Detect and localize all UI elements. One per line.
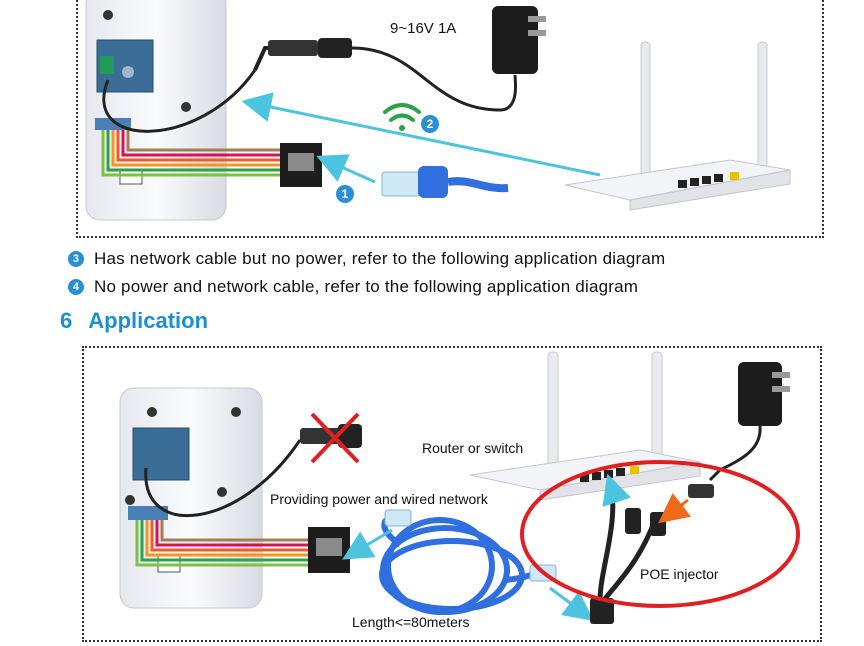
router-label: Router or switch xyxy=(422,440,524,456)
color-wires-bottom xyxy=(135,520,310,567)
color-wires-top xyxy=(101,130,285,177)
power-cable-top xyxy=(102,69,257,133)
section-heading: 6 Application xyxy=(60,308,208,334)
wifi-icon xyxy=(383,103,421,131)
svg-text:1: 1 xyxy=(342,187,349,201)
power-cable-bottom xyxy=(144,439,302,517)
voltage-label: 9~16V 1A xyxy=(390,20,457,37)
power-adapter-bottom xyxy=(738,362,790,426)
note-text-3: Has network cable but no power, refer to… xyxy=(94,249,666,268)
step-badge-2: 2 xyxy=(421,115,439,133)
section-number: 6 xyxy=(60,308,73,333)
section-title: Application xyxy=(88,308,209,333)
wifi-arrow xyxy=(241,92,601,177)
dc-plug-crossed xyxy=(300,412,362,464)
length-label: Length<=80meters xyxy=(352,614,470,630)
power-network-label: Providing power and wired network xyxy=(270,491,488,507)
note-text-4: No power and network cable, refer to the… xyxy=(94,277,639,296)
note-badge-4: 4 xyxy=(68,279,84,295)
rj45-socket-top xyxy=(280,143,322,187)
note-item-4: 4 No power and network cable, refer to t… xyxy=(68,277,638,297)
dc-plug-top xyxy=(268,38,352,58)
router-top xyxy=(564,41,791,211)
bottom-diagram-frame xyxy=(82,346,822,642)
step-badge-1: 1 xyxy=(336,185,354,203)
svg-text:2: 2 xyxy=(427,117,434,131)
poe-label: POE injector xyxy=(640,566,719,582)
network-cable-coil xyxy=(379,512,541,615)
note-item-3: 3 Has network cable but no power, refer … xyxy=(68,249,665,269)
router-bottom xyxy=(469,351,701,501)
top-diagram-frame xyxy=(76,0,824,238)
poe-highlight-ring xyxy=(520,460,800,608)
rj45-plug-top xyxy=(381,166,509,198)
rj45-socket-bottom xyxy=(308,527,350,573)
power-adapter-top xyxy=(492,6,546,74)
note-badge-3: 3 xyxy=(68,251,84,267)
